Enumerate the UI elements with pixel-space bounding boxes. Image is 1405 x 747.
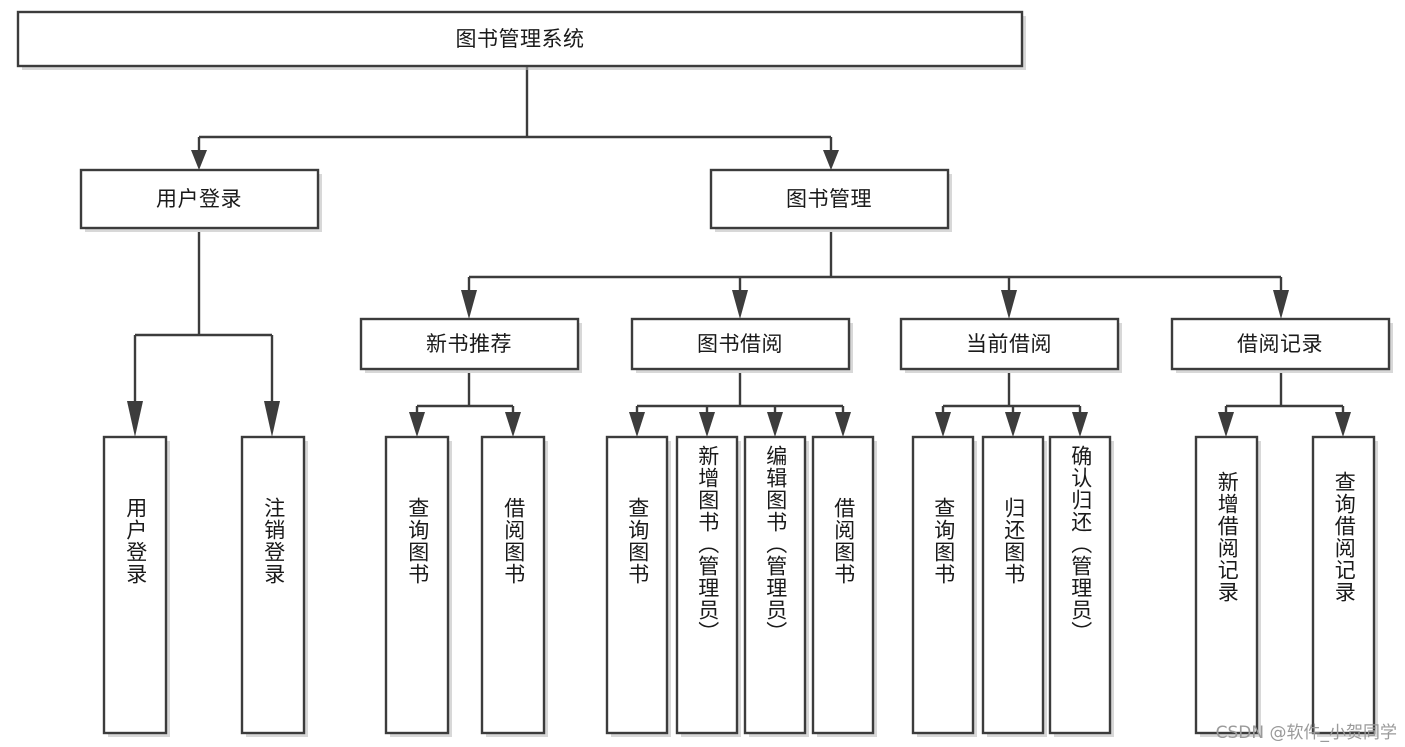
leaf-box-logout[interactable] (240, 435, 306, 735)
arrow-head-bb-leaf1 (629, 412, 645, 437)
node-borrow-record-box[interactable] (1170, 317, 1391, 371)
node-borrow-record-label: 借阅记录 (1237, 332, 1323, 356)
arrow-head-book-manage (823, 150, 839, 170)
node-user-login-label: 用户登录 (156, 187, 242, 211)
arrow-head-cb-leaf2 (1005, 412, 1021, 437)
leaf-box-bb-add-book[interactable] (675, 435, 739, 735)
node-root-label: 图书管理系统 (456, 27, 585, 51)
node-new-book-recommend-box[interactable] (359, 317, 580, 371)
arrow-head-leaf-logout (264, 401, 280, 437)
arrow-head-book-borrow (732, 290, 748, 319)
node-book-borrow-box[interactable] (630, 317, 851, 371)
node-new-book-recommend-label: 新书推荐 (426, 332, 512, 356)
arrow-head-current-borrow (1001, 290, 1017, 319)
arrow-head-cb-leaf3 (1072, 412, 1088, 437)
arrow-head-br-leaf1 (1218, 412, 1234, 437)
node-root[interactable]: 图书管理系统 (16, 10, 1026, 70)
node-book-manage-box[interactable] (709, 168, 950, 230)
node-root-box[interactable] (16, 10, 1024, 68)
node-current-borrow-label: 当前借阅 (966, 332, 1052, 356)
arrow-head-user-login (191, 150, 207, 170)
arrow-head-cb-leaf1 (935, 412, 951, 437)
arrow-head-br-leaf2 (1335, 412, 1351, 437)
node-current-borrow[interactable]: 当前借阅 (899, 317, 1122, 373)
watermark-text: CSDN @软件_小贺同学 (1215, 723, 1397, 743)
leaf-box-nb-query-book[interactable] (384, 435, 450, 735)
leaf-box-bb-edit-book[interactable] (743, 435, 807, 735)
leaf-box-cb-return-book[interactable] (981, 435, 1045, 735)
arrow-head-bb-leaf3 (767, 412, 783, 437)
arrow-head-bb-leaf2 (699, 412, 715, 437)
node-user-login-box[interactable] (79, 168, 320, 230)
node-book-borrow[interactable]: 图书借阅 (630, 317, 853, 373)
arrow-head-new-book (461, 290, 477, 319)
leaf-box-br-query-record[interactable] (1311, 435, 1376, 735)
arrow-head-leaf-user-login (127, 401, 143, 437)
leaf-box-bb-query-book[interactable] (605, 435, 669, 735)
arrow-head-bb-leaf4 (835, 412, 851, 437)
node-book-manage-label: 图书管理 (786, 187, 872, 211)
node-new-book-recommend[interactable]: 新书推荐 (359, 317, 582, 373)
connectors-group (127, 66, 1351, 437)
arrow-head-borrow-record (1273, 290, 1289, 319)
leaf-boxes-group (102, 435, 1378, 737)
leaf-box-nb-borrow-book[interactable] (480, 435, 546, 735)
arrow-head-nb-leaf1 (409, 412, 425, 437)
node-borrow-record[interactable]: 借阅记录 (1170, 317, 1393, 373)
node-book-borrow-label: 图书借阅 (697, 332, 783, 356)
leaf-box-br-add-record[interactable] (1194, 435, 1259, 735)
node-book-manage[interactable]: 图书管理 (709, 168, 952, 232)
node-current-borrow-box[interactable] (899, 317, 1120, 371)
leaf-box-user-login[interactable] (102, 435, 168, 735)
arrow-head-nb-leaf2 (505, 412, 521, 437)
leaf-box-cb-confirm-return[interactable] (1048, 435, 1112, 735)
leaf-box-bb-borrow-book[interactable] (811, 435, 875, 735)
leaf-box-cb-query-book[interactable] (911, 435, 975, 735)
node-user-login[interactable]: 用户登录 (79, 168, 322, 232)
